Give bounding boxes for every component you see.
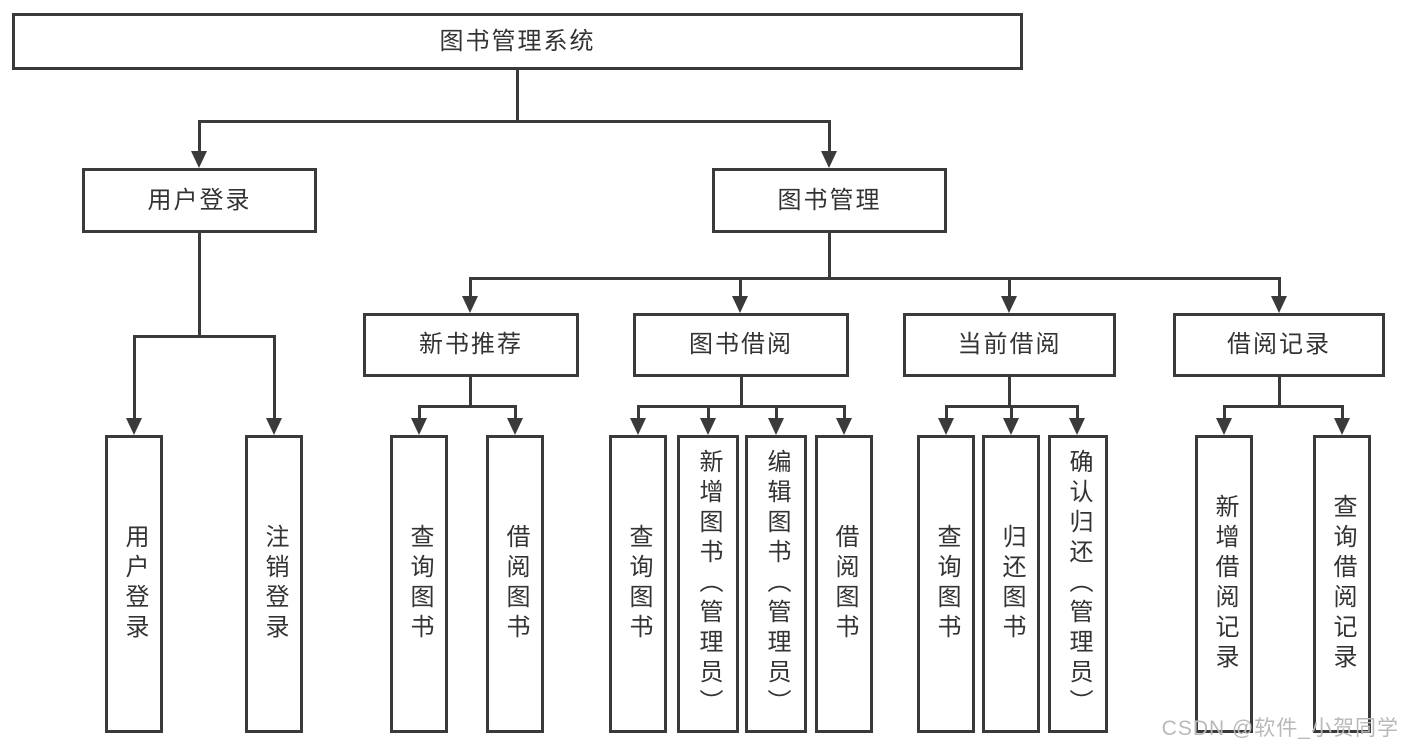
connector-line — [828, 120, 831, 153]
leaf-label: 查询图书 — [625, 524, 652, 644]
node-label: 图书借阅 — [689, 331, 793, 358]
leaf-label: 借阅图书 — [831, 524, 858, 644]
connector-line — [133, 335, 276, 338]
connector-line — [1010, 405, 1013, 420]
arrowhead-icon — [266, 418, 282, 435]
connector-line — [637, 405, 640, 420]
leaf-label: 查询图书 — [406, 524, 433, 644]
leaf-user-login: 用户登录 — [105, 435, 163, 733]
csdn-watermark: CSDN @软件_小贺同学 — [1161, 717, 1399, 740]
connector-line — [198, 120, 201, 153]
leaf-edit-book-admin: 编辑图书（管理员） — [745, 435, 807, 733]
leaf-label: 新增图书（管理员） — [695, 449, 722, 719]
connector-line — [1008, 277, 1011, 298]
arrowhead-icon — [411, 418, 427, 435]
connector-line — [1076, 405, 1079, 420]
arrowhead-icon — [938, 418, 954, 435]
arrowhead-icon — [768, 418, 784, 435]
connector-line — [273, 335, 276, 420]
arrowhead-icon — [1001, 296, 1017, 313]
connector-line — [1278, 277, 1281, 298]
connector-line — [637, 405, 845, 408]
leaf-label: 注销登录 — [261, 524, 288, 644]
leaf-query-books-2: 查询图书 — [609, 435, 667, 733]
connector-line — [707, 405, 710, 420]
arrowhead-icon — [630, 418, 646, 435]
arrowhead-icon — [1334, 418, 1350, 435]
connector-line — [418, 405, 421, 420]
connector-line — [739, 277, 742, 298]
arrowhead-icon — [836, 418, 852, 435]
connector-line — [775, 405, 778, 420]
arrowhead-icon — [507, 418, 523, 435]
connector-line — [740, 377, 743, 408]
arrowhead-icon — [1069, 418, 1085, 435]
node-label: 借阅记录 — [1227, 331, 1331, 358]
connector-line — [1008, 377, 1011, 408]
arrowhead-icon — [700, 418, 716, 435]
node-book-management: 图书管理 — [712, 168, 947, 233]
arrowhead-icon — [1216, 418, 1232, 435]
connector-line — [945, 405, 948, 420]
arrowhead-icon — [1271, 296, 1287, 313]
leaf-label: 查询借阅记录 — [1329, 494, 1356, 674]
connector-line — [828, 233, 831, 280]
arrowhead-icon — [732, 296, 748, 313]
arrowhead-icon — [821, 151, 837, 168]
leaf-return-books: 归还图书 — [982, 435, 1040, 733]
node-book-borrowing: 图书借阅 — [633, 313, 849, 377]
arrowhead-icon — [191, 151, 207, 168]
node-user-login: 用户登录 — [82, 168, 317, 233]
node-library-management-system: 图书管理系统 — [12, 13, 1023, 70]
connector-line — [198, 120, 831, 123]
connector-line — [516, 70, 519, 123]
leaf-label: 用户登录 — [121, 524, 148, 644]
node-label: 新书推荐 — [419, 331, 523, 358]
connector-line — [843, 405, 846, 420]
connector-line — [1223, 405, 1343, 408]
node-label: 图书管理系统 — [439, 27, 596, 55]
leaf-label: 确认归还（管理员） — [1065, 449, 1092, 719]
connector-line — [198, 233, 201, 338]
arrowhead-icon — [462, 296, 478, 313]
leaf-label: 编辑图书（管理员） — [763, 449, 790, 719]
node-current-borrowing: 当前借阅 — [903, 313, 1116, 377]
node-borrowing-records: 借阅记录 — [1173, 313, 1385, 377]
arrowhead-icon — [1003, 418, 1019, 435]
connector-line — [1341, 405, 1344, 420]
leaf-label: 新增借阅记录 — [1211, 494, 1238, 674]
node-label: 用户登录 — [147, 186, 252, 214]
connector-line — [469, 277, 472, 298]
node-new-book-recommendation: 新书推荐 — [363, 313, 579, 377]
leaf-query-borrow-record: 查询借阅记录 — [1313, 435, 1371, 733]
connector-line — [1278, 377, 1281, 408]
connector-line — [514, 405, 517, 420]
arrowhead-icon — [126, 418, 142, 435]
leaf-add-borrow-record: 新增借阅记录 — [1195, 435, 1253, 733]
leaf-label: 借阅图书 — [502, 524, 529, 644]
connector-line — [418, 405, 517, 408]
connector-line — [469, 377, 472, 408]
leaf-query-books-1: 查询图书 — [390, 435, 448, 733]
leaf-label: 归还图书 — [998, 524, 1025, 644]
leaf-query-books-3: 查询图书 — [917, 435, 975, 733]
connector-line — [469, 277, 1281, 280]
leaf-borrow-books-2: 借阅图书 — [815, 435, 873, 733]
leaf-confirm-return-admin: 确认归还（管理员） — [1048, 435, 1108, 733]
leaf-label: 查询图书 — [933, 524, 960, 644]
connector-line — [133, 335, 136, 420]
leaf-add-book-admin: 新增图书（管理员） — [677, 435, 739, 733]
leaf-borrow-books-1: 借阅图书 — [486, 435, 544, 733]
node-label: 图书管理 — [777, 186, 882, 214]
leaf-logout: 注销登录 — [245, 435, 303, 733]
connector-line — [1223, 405, 1226, 420]
node-label: 当前借阅 — [957, 331, 1062, 358]
